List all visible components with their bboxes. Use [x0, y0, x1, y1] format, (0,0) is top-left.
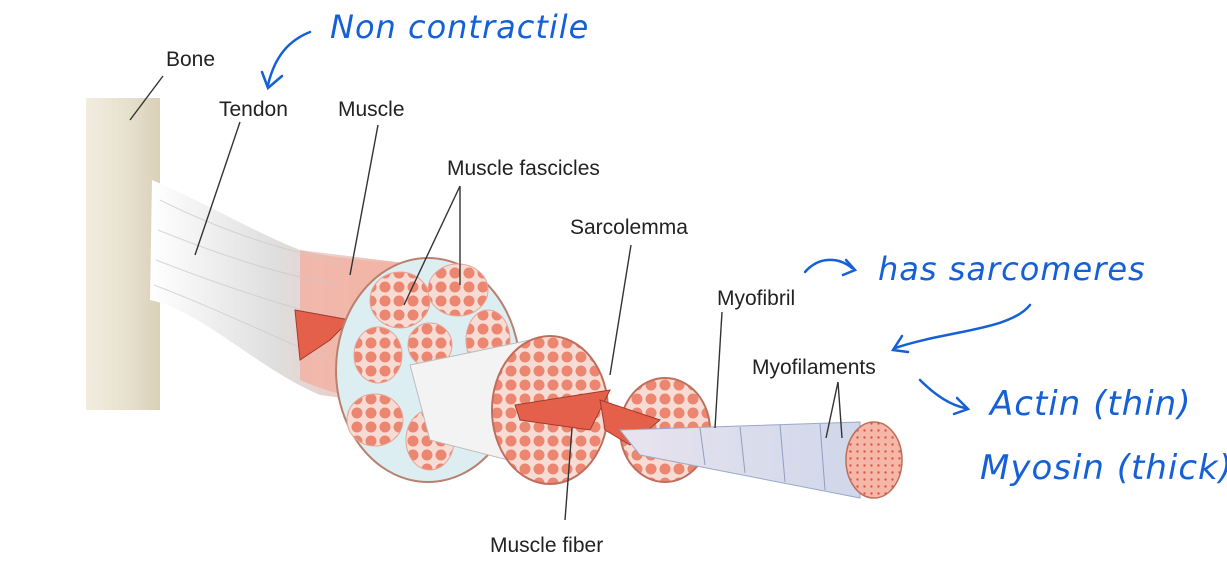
myofibril-end: [846, 422, 902, 498]
note-sarcomeres: has sarcomeres: [878, 250, 1146, 288]
bone-shape: [86, 98, 160, 410]
note-actin: Actin (thin): [990, 384, 1192, 424]
label-myofibril: Myofibril: [717, 287, 795, 311]
label-fiber: Muscle fiber: [490, 534, 603, 558]
label-tendon: Tendon: [219, 98, 288, 122]
label-myofilaments: Myofilaments: [752, 356, 876, 380]
label-fascicles: Muscle fascicles: [447, 157, 600, 181]
label-muscle: Muscle: [338, 98, 405, 122]
label-sarcolemma: Sarcolemma: [570, 216, 688, 240]
note-noncontractile: Non contractile: [330, 8, 589, 46]
label-bone: Bone: [166, 48, 215, 72]
note-myosin: Myosin (thick): [980, 448, 1227, 488]
